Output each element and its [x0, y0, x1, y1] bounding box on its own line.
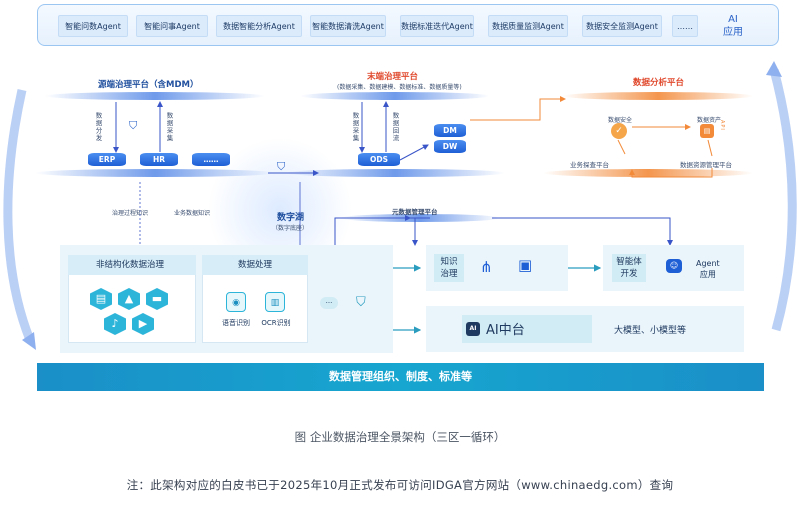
- metadata-platform-label: 元数据管理平台: [392, 208, 438, 216]
- ai-platform-title: AI中台: [486, 323, 525, 338]
- business-platform-label: 业务探查平台: [570, 161, 609, 169]
- api-label: API: [719, 120, 725, 131]
- ai-platform-box[interactable]: [462, 315, 592, 343]
- image-icon: ▲: [118, 288, 140, 310]
- ai-app-line1: AI: [728, 14, 738, 25]
- robot-icon: ☺: [666, 259, 682, 273]
- music-icon: ♪: [104, 313, 126, 335]
- shield-icon: ⛉: [356, 295, 366, 310]
- shield-icon: ⛉: [129, 119, 138, 132]
- ocr-icon: ▥: [265, 292, 285, 312]
- ai-chip-icon: AI: [466, 322, 480, 336]
- end-platform-title: 末端治理平台: [367, 72, 419, 82]
- end-arrow-left-label: 数据采集: [351, 112, 359, 142]
- dm-store[interactable]: DM: [434, 124, 466, 137]
- data-lake-title: 数字湖: [277, 213, 305, 223]
- agent-chip-more[interactable]: ……: [672, 15, 698, 37]
- analysis-platform-title: 数据分析平台: [633, 78, 685, 88]
- security-icon: ✓: [611, 123, 627, 139]
- data-processing-title: 数据处理: [202, 255, 308, 275]
- hr-system[interactable]: HR: [140, 153, 178, 166]
- end-arrow-right-label: 数据回流: [391, 112, 399, 142]
- agent-chip[interactable]: 智能问事Agent: [136, 15, 208, 37]
- asset-mgmt-platform-label: 数据资源管理平台: [680, 161, 732, 169]
- business-knowledge-label: 业务数据知识: [174, 210, 211, 217]
- agent-chip[interactable]: 数据安全监测Agent: [582, 15, 662, 37]
- search-doc-icon: ▣: [518, 256, 533, 274]
- agent-dev-line2: 开发: [620, 269, 638, 279]
- shield-icon: ⛉: [277, 160, 286, 173]
- ai-app-label: AI 应用: [713, 13, 753, 39]
- agent-app-label: Agent 应用: [696, 258, 720, 280]
- data-lake-subtitle: （数字底座）: [272, 225, 309, 232]
- agent-dev-box[interactable]: 智能体 开发: [612, 254, 646, 282]
- knowledge-line1: 知识: [440, 257, 458, 267]
- knowledge-governance-box[interactable]: 知识 治理: [434, 254, 464, 282]
- figure-caption: 图 企业数据治理全景架构（三区一循环）: [294, 430, 506, 444]
- source-platform-title: 源端治理平台（含MDM）: [98, 80, 199, 90]
- knowledge-line2: 治理: [440, 269, 458, 279]
- assets-icon: ▤: [700, 124, 714, 138]
- agent-dev-line1: 智能体: [616, 257, 642, 267]
- process-knowledge-label: 治理过程知识: [112, 210, 149, 217]
- chat-icon: ▬: [146, 288, 168, 310]
- voice-recognition-icon: ◉: [226, 292, 246, 312]
- erp-system[interactable]: ERP: [88, 153, 126, 166]
- agent-chip[interactable]: 数据智能分析Agent: [216, 15, 302, 37]
- source-arrow-left-label: 数据分发: [94, 112, 102, 142]
- voice-recognition-label: 语音识别: [222, 319, 250, 327]
- agent-chip[interactable]: 智能问数Agent: [58, 15, 128, 37]
- security-label: 数据安全: [608, 117, 633, 124]
- agent-chip[interactable]: 智能数据清洗Agent: [310, 15, 386, 37]
- ai-models-label: 大模型、小模型等: [614, 326, 687, 336]
- unstructured-title: 非结构化数据治理: [68, 255, 196, 275]
- agent-app-line2: 应用: [699, 270, 716, 279]
- ai-app-line2: 应用: [723, 27, 743, 38]
- agent-chip[interactable]: 数据质量监测Agent: [488, 15, 568, 37]
- ocr-label: OCR识别: [261, 319, 291, 327]
- document-icon: ▤: [90, 288, 112, 310]
- assets-label: 数据资产: [697, 117, 722, 124]
- end-platform-subtitle: (数据采集、数据建模、数据标准、数据质量等): [337, 84, 462, 91]
- video-icon: ▶: [132, 313, 154, 335]
- dw-store[interactable]: DW: [434, 140, 466, 153]
- agent-chip[interactable]: 数据标准迭代Agent: [400, 15, 474, 37]
- agent-app-line1: Agent: [696, 259, 720, 268]
- more-processing[interactable]: ···: [320, 297, 338, 309]
- ods-store[interactable]: ODS: [358, 153, 400, 166]
- source-arrow-right-label: 数据采集: [165, 112, 173, 142]
- agent-bar: 智能问数Agent 智能问事Agent 数据智能分析Agent 智能数据清洗Ag…: [37, 4, 779, 46]
- graph-icon: ⋔: [480, 258, 493, 276]
- more-systems[interactable]: ……: [192, 153, 230, 166]
- management-bar: 数据管理组织、制度、标准等: [37, 363, 764, 391]
- footnote: 注：此架构对应的白皮书已于2025年10月正式发布可访问IDGA官方网站（www…: [126, 478, 674, 492]
